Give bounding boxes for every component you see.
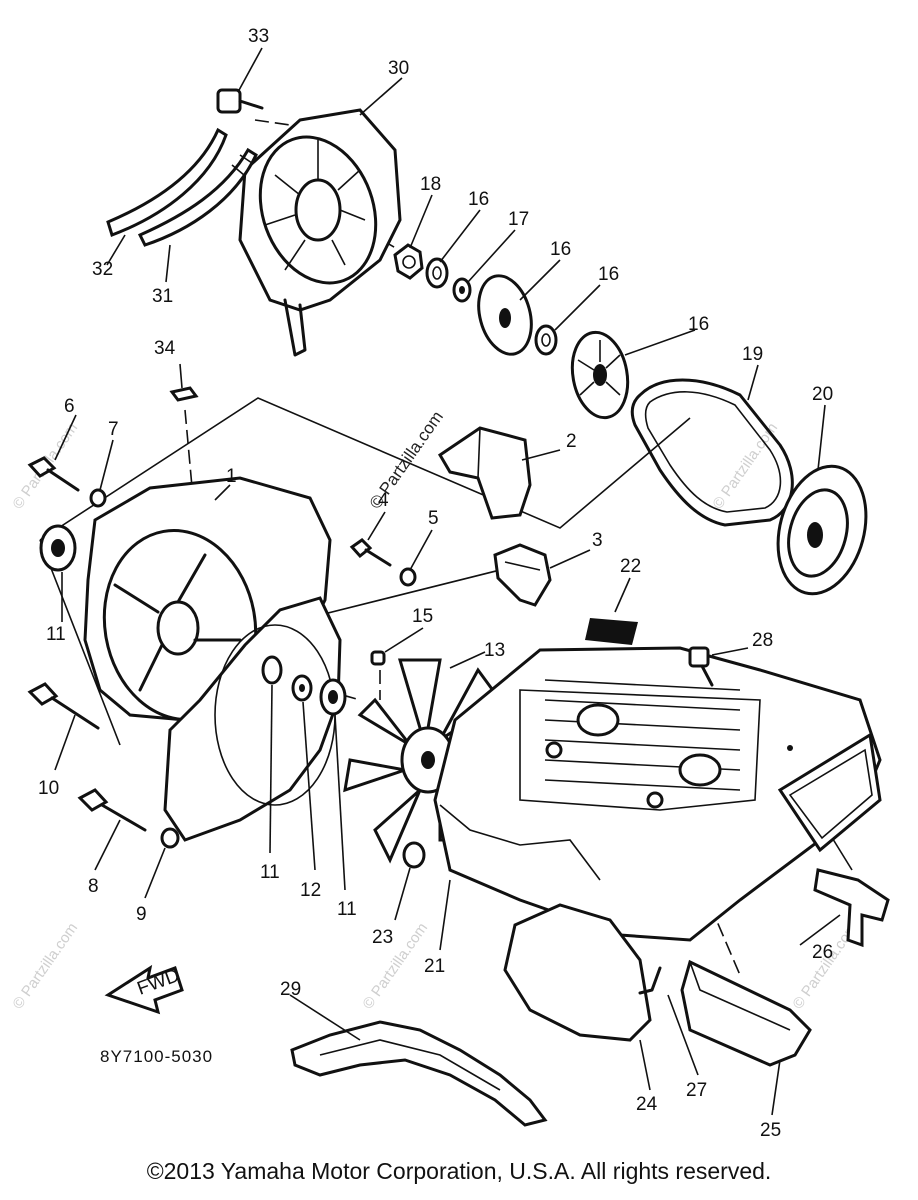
sheave-part-16b	[570, 330, 630, 420]
bolt-part-8	[77, 788, 147, 832]
callout-35: 33	[248, 26, 269, 47]
bracket-part-3	[493, 543, 552, 607]
bolt-part-35	[216, 88, 264, 114]
pulley-part-22	[776, 464, 868, 596]
strap-part-33	[137, 147, 258, 247]
callout-16a: 16	[550, 239, 571, 260]
seal-part-11a	[39, 524, 77, 572]
guard-part-31	[290, 1020, 548, 1127]
callout-9: 9	[136, 904, 147, 925]
clip-part-29	[638, 966, 662, 995]
callout-13: 12	[300, 880, 321, 901]
callout-30: 28	[752, 630, 773, 651]
callout-23: 21	[424, 956, 445, 977]
callout-leaders	[54, 47, 841, 1116]
callout-27: 25	[760, 1120, 781, 1141]
clip-part-36	[169, 386, 199, 402]
strap-part-34	[106, 127, 228, 237]
callout-14: 13	[484, 640, 505, 661]
nut-part-20	[393, 243, 424, 280]
bolt-part-4	[349, 538, 392, 567]
washer-part-18	[425, 257, 449, 289]
washer-part-19	[452, 277, 472, 303]
sheave-part-16a	[477, 274, 533, 356]
callout-33: 31	[152, 286, 173, 307]
callout-1: 1	[226, 466, 237, 487]
pulley-cover-part-32	[238, 108, 402, 357]
callout-19: 17	[508, 209, 529, 230]
circlip-part-12	[261, 655, 283, 685]
label-part-24	[585, 618, 638, 645]
callout-31: 29	[280, 979, 301, 1000]
bolt-part-10	[27, 682, 100, 730]
callout-20: 18	[420, 174, 441, 195]
callout-32: 30	[388, 58, 409, 79]
callout-15: 15	[412, 606, 433, 627]
callout-25: 23	[372, 927, 393, 948]
callout-3: 3	[592, 530, 603, 551]
watermark-faint-3: © Partzilla.com	[9, 920, 81, 1013]
callout-numbers: 33 30 18 16 17 16 16 16 19 20 32 31 34 6…	[38, 26, 833, 1141]
bolt-part-6	[27, 456, 80, 492]
spacer-part-17	[534, 324, 558, 356]
callout-24: 22	[620, 556, 641, 577]
callout-6: 6	[64, 396, 75, 417]
grommet-part-15	[370, 650, 386, 666]
callout-12: 11	[260, 862, 280, 883]
watermark-faint-4: © Partzilla.com	[359, 920, 431, 1013]
seal-part-11b	[319, 678, 347, 716]
copyright-notice: ©2013 Yamaha Motor Corporation, U.S.A. A…	[146, 1158, 772, 1184]
callout-36: 34	[154, 338, 176, 359]
callout-8: 8	[88, 876, 99, 897]
callout-17: 16	[598, 264, 619, 285]
washer-part-5	[399, 567, 417, 587]
grommet-part-25	[402, 841, 426, 869]
callout-22: 20	[812, 384, 833, 405]
panel-part-26	[503, 903, 652, 1042]
pad-part-27	[680, 959, 812, 1067]
callout-7: 7	[108, 419, 119, 440]
duct-part-2	[437, 426, 532, 520]
callout-21: 19	[742, 344, 763, 365]
fwd-arrow-icon: FWD	[104, 964, 184, 1015]
callout-11b: 11	[337, 899, 357, 920]
callout-16b: 16	[688, 314, 709, 335]
callout-34: 32	[92, 259, 113, 280]
callout-28: 26	[812, 942, 833, 963]
callout-26: 24	[636, 1094, 658, 1115]
bracket-part-28	[813, 868, 890, 948]
bolt-part-30	[688, 646, 714, 687]
callout-5: 5	[428, 508, 439, 529]
diagram-code: 8Y7100-5030	[100, 1047, 213, 1066]
callout-11a: 11	[46, 624, 66, 645]
shroud-part-23	[433, 646, 882, 942]
washer-part-7	[89, 488, 107, 508]
callout-18: 16	[468, 189, 489, 210]
callout-10: 10	[38, 778, 59, 799]
v-belt-part-21	[630, 378, 794, 527]
callout-4: 4	[378, 490, 389, 511]
washer-part-13	[291, 674, 313, 702]
washer-part-9	[160, 827, 180, 849]
callout-29: 27	[686, 1080, 707, 1101]
callout-2: 2	[566, 431, 577, 452]
